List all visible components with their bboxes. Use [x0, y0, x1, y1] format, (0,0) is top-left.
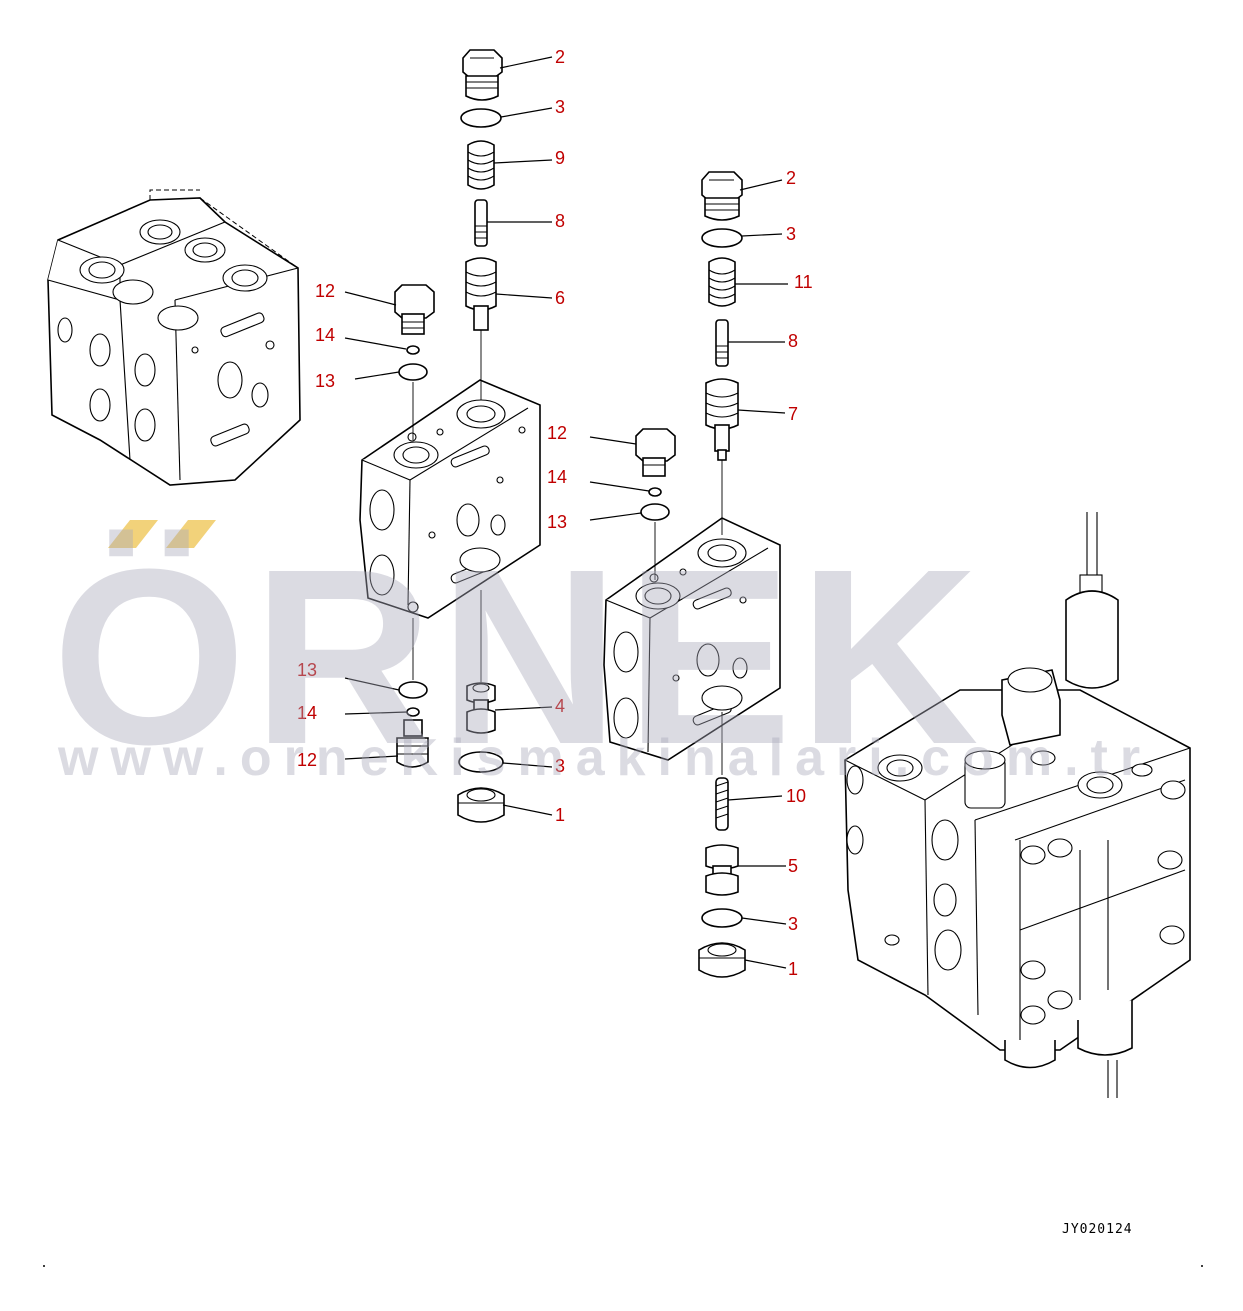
callout-6: 6 — [555, 288, 565, 308]
leader-lines — [344, 56, 788, 969]
axis-lines — [412, 330, 723, 775]
callout-3: 3 — [788, 914, 798, 934]
callout-11: 11 — [794, 272, 813, 292]
parts-stack-right-upper — [635, 171, 743, 521]
callout-3: 3 — [555, 756, 565, 776]
drawing-code: JY020124 — [1062, 1222, 1133, 1237]
parts-stack-left — [394, 49, 503, 381]
callout-12: 12 — [297, 750, 317, 770]
callout-13: 13 — [297, 660, 317, 680]
callout-5: 5 — [788, 856, 798, 876]
corner-marks — [43, 1265, 1203, 1267]
callout-8: 8 — [555, 211, 565, 231]
callout-1: 1 — [788, 959, 798, 979]
callout-7: 7 — [788, 404, 798, 424]
valve-section-center-right — [603, 517, 781, 761]
valve-section-center-left — [359, 379, 541, 619]
callout-2: 2 — [786, 168, 796, 188]
callout-3: 3 — [786, 224, 796, 244]
parts-stack-right-lower — [698, 777, 746, 978]
parts-stack-left-lower — [396, 681, 505, 823]
callout-12: 12 — [547, 423, 567, 443]
callouts: 2 3 9 8 6 12 14 13 2 3 11 8 7 12 14 13 1… — [297, 47, 813, 979]
callout-14: 14 — [315, 325, 335, 345]
callout-2: 2 — [555, 47, 565, 67]
callout-13: 13 — [547, 512, 567, 532]
callout-13: 13 — [315, 371, 335, 391]
callout-9: 9 — [555, 148, 565, 168]
valve-assembly-right — [844, 512, 1191, 1098]
callout-14: 14 — [547, 467, 567, 487]
callout-10: 10 — [786, 786, 806, 806]
callout-1: 1 — [555, 805, 565, 825]
callout-14: 14 — [297, 703, 317, 723]
callout-3: 3 — [555, 97, 565, 117]
valve-assembly-top-left — [47, 189, 301, 486]
callout-4: 4 — [555, 696, 565, 716]
callout-8: 8 — [788, 331, 798, 351]
callout-12: 12 — [315, 281, 335, 301]
